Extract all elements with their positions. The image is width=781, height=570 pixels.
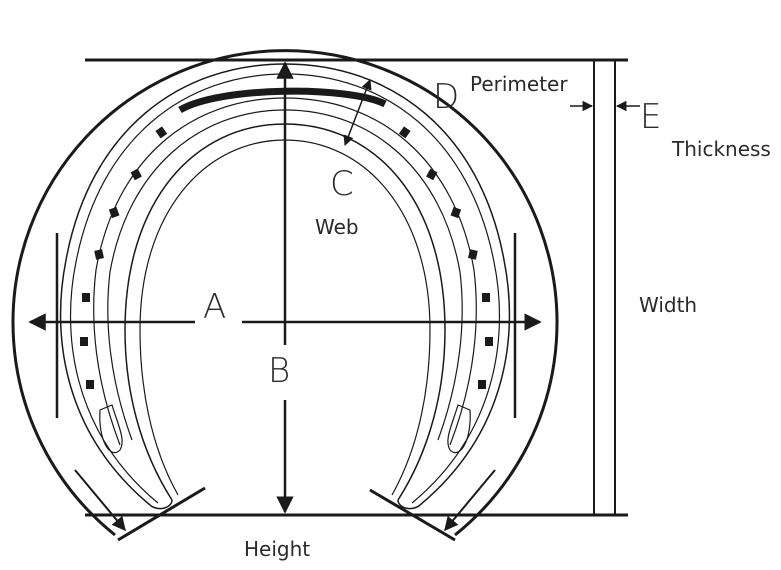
label-d: D (433, 77, 459, 117)
label-web: Web (315, 215, 359, 239)
nail-hole (155, 126, 168, 139)
heel-line-left (117, 486, 206, 542)
nail-hole (130, 168, 142, 181)
toe-clip (178, 87, 387, 114)
nail-hole (478, 380, 486, 389)
heel-left (149, 499, 173, 510)
heel-slot-left (99, 404, 123, 454)
heel-arrow-right (444, 469, 496, 532)
heel-line-right (369, 488, 456, 542)
label-thickness: Thickness (671, 137, 771, 161)
label-c: C (330, 164, 354, 204)
label-e: E (640, 97, 661, 137)
label-a: A (203, 287, 226, 327)
nail-hole (82, 293, 90, 302)
perimeter-circle (11, 49, 559, 537)
label-height: Height (244, 537, 310, 561)
nail-holes (80, 126, 493, 389)
heel-slot-right (447, 404, 471, 454)
nail-hole (86, 380, 94, 389)
heel-right (397, 499, 421, 510)
nail-hole (398, 126, 411, 139)
nail-hole (108, 206, 120, 219)
label-perimeter: Perimeter (470, 72, 568, 96)
nail-hole (468, 249, 478, 260)
label-width: Width (639, 293, 697, 317)
nail-hole (485, 337, 493, 346)
nail-hole (94, 249, 104, 260)
nail-hole (482, 293, 490, 302)
nail-hole (450, 206, 462, 219)
label-b: B (268, 351, 290, 391)
heel-arrow-left (74, 469, 126, 532)
dimension-c-arrow (343, 79, 372, 146)
nail-hole (80, 337, 88, 346)
nail-hole (426, 168, 438, 181)
